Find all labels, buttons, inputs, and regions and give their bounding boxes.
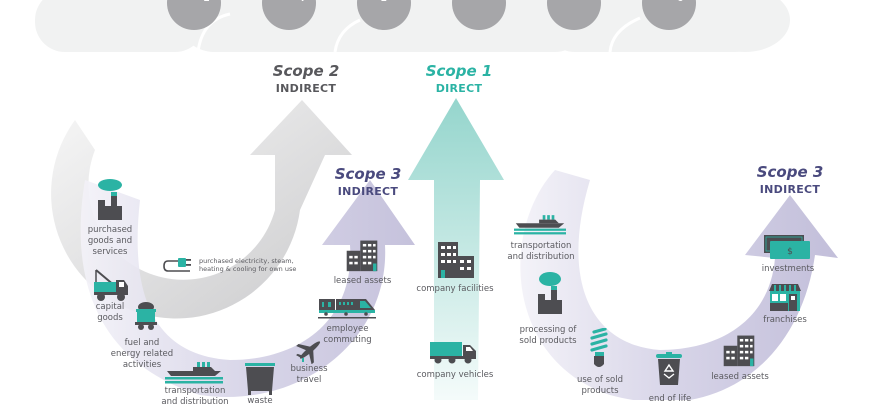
- scope3-upstream-item-label: transportation and distribution: [161, 386, 229, 407]
- gas-subscript: 4: [298, 0, 304, 4]
- train-icon: [318, 299, 376, 319]
- crane-truck-icon: [94, 269, 128, 301]
- gas-subscript: 2: [204, 0, 210, 4]
- scope1-title: Scope 1: [425, 62, 493, 80]
- recycle-bin-icon: [656, 352, 682, 385]
- ship-icon: [514, 215, 566, 235]
- plug-icon: [163, 258, 191, 272]
- scope3-downstream-item-label: processing of sold products: [519, 325, 577, 346]
- gas-label: CH: [273, 0, 298, 1]
- scope3-upstream-title: Scope 3: [334, 165, 402, 183]
- scope3-downstream-item-label: end of life: [648, 394, 692, 404]
- scope3-upstream-subtitle: INDIRECT: [337, 185, 399, 198]
- scope3-downstream-item-label: transportation and distribution: [507, 241, 575, 262]
- gas-label: CO: [178, 0, 203, 1]
- scope2-subtitle: INDIRECT: [275, 82, 337, 95]
- factory-icon: [98, 179, 122, 220]
- gas-label: HFCs: [456, 0, 502, 1]
- scope3-downstream-item-label: use of sold products: [576, 375, 624, 396]
- scope3-upstream-item-label: purchased goods and services: [87, 225, 133, 257]
- factory-icon: [538, 272, 562, 314]
- building-icon: [438, 242, 474, 278]
- gas-label: PFCs: [552, 0, 596, 1]
- scope3-downstream-subtitle: INDIRECT: [759, 183, 821, 196]
- scope1-subtitle: DIRECT: [435, 82, 483, 95]
- building-icon: [723, 335, 755, 367]
- scope3-downstream-item-label: leased assets: [711, 372, 769, 382]
- storefront-icon: [769, 284, 801, 311]
- gas-subscript: 6: [677, 0, 683, 4]
- svg-text:$: $: [787, 247, 793, 257]
- scope3-upstream-item-label: waste: [247, 396, 273, 406]
- scope2-item-label: purchased electricity, steam, heating & …: [199, 257, 297, 273]
- ship-icon: [165, 362, 223, 384]
- scope3-upstream-item-label: capital goods: [95, 302, 125, 323]
- gas-subscript: 2: [381, 0, 387, 4]
- scope3-downstream-item-label: franchises: [763, 315, 807, 325]
- scope2-title: Scope 2: [272, 62, 340, 80]
- scope3-downstream-title: Scope 3: [756, 163, 824, 181]
- scope1-item-label: company facilities: [416, 284, 494, 294]
- scope3-upstream-item-label: leased assets: [333, 276, 392, 286]
- scope3-upstream-item-label: fuel and energy related activities: [110, 338, 174, 370]
- scope1-item-label: company vehicles: [416, 370, 494, 380]
- scope3-upstream-item-label: employee commuting: [323, 324, 372, 345]
- gas-label: N: [367, 0, 380, 1]
- gas-label: SF: [655, 0, 677, 1]
- dumpster-icon: [245, 363, 275, 395]
- scope3-upstream-item-label: business travel: [290, 364, 328, 385]
- coal-cart-icon: [135, 302, 157, 330]
- scope3-upstream-arrow: [80, 180, 415, 398]
- airplane-icon: [296, 341, 321, 364]
- gas-label-tail: O: [387, 0, 401, 1]
- lightbulb-icon: [590, 328, 608, 367]
- building-icon: [346, 240, 378, 272]
- money-icon: $: [764, 235, 810, 259]
- truck-icon: [430, 342, 476, 364]
- scope3-downstream-item-label: investments: [761, 264, 815, 274]
